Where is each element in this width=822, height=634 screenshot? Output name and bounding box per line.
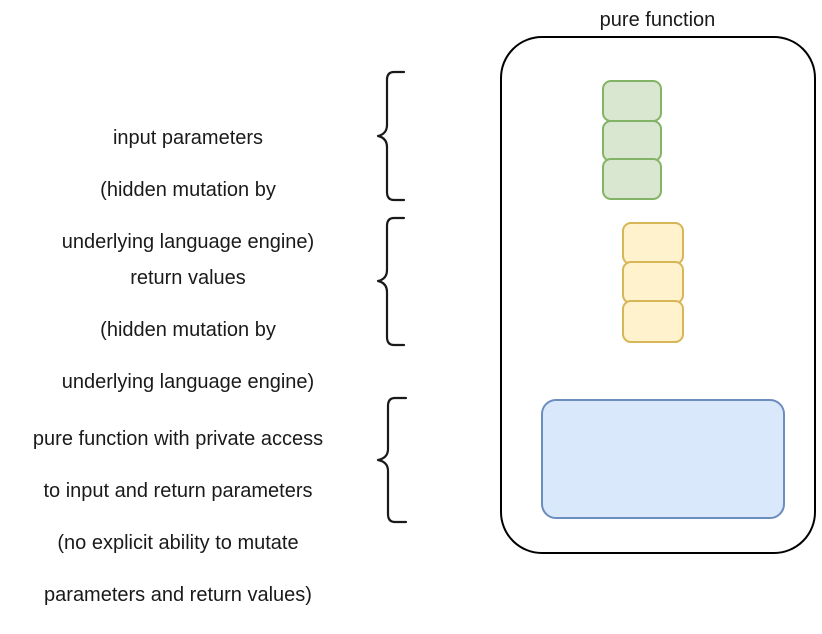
- label-return-values-line-2: (hidden mutation by: [100, 319, 276, 341]
- label-pure-function-body-line-3: (no explicit ability to mutate: [57, 532, 299, 554]
- label-input-parameters: input parameters (hidden mutation by und…: [20, 99, 356, 281]
- label-pure-function-body-line-4: parameters and return values): [44, 584, 312, 606]
- return-slot-2[interactable]: [622, 261, 684, 304]
- input-slot-2[interactable]: [602, 120, 662, 162]
- label-pure-function-body-line-1: pure function with private access: [32, 428, 324, 450]
- label-input-parameters-line-2: (hidden mutation by: [100, 179, 276, 201]
- label-input-parameters-line-1: input parameters: [112, 127, 264, 149]
- return-slot-1[interactable]: [622, 222, 684, 265]
- input-slot-3[interactable]: [602, 158, 662, 200]
- label-pure-function-body-line-2: to input and return parameters: [43, 480, 313, 502]
- label-return-values-line-3: underlying language engine): [61, 371, 315, 393]
- label-pure-function-body: pure function with private access to inp…: [0, 400, 356, 634]
- label-return-values-line-1: return values: [130, 267, 246, 289]
- label-return-values: return values (hidden mutation by underl…: [20, 239, 356, 421]
- diagram-canvas: pure function input parameters (hidden m…: [20, 9, 816, 606]
- brace-input-parameters: [374, 70, 408, 202]
- brace-pure-function-body: [374, 396, 410, 524]
- input-slot-1[interactable]: [602, 80, 662, 122]
- return-slot-3[interactable]: [622, 300, 684, 343]
- function-body[interactable]: [541, 399, 785, 519]
- brace-return-values: [374, 216, 408, 347]
- label-input-parameters-line-3: underlying language engine): [61, 231, 315, 253]
- diagram-title: pure function: [599, 9, 716, 31]
